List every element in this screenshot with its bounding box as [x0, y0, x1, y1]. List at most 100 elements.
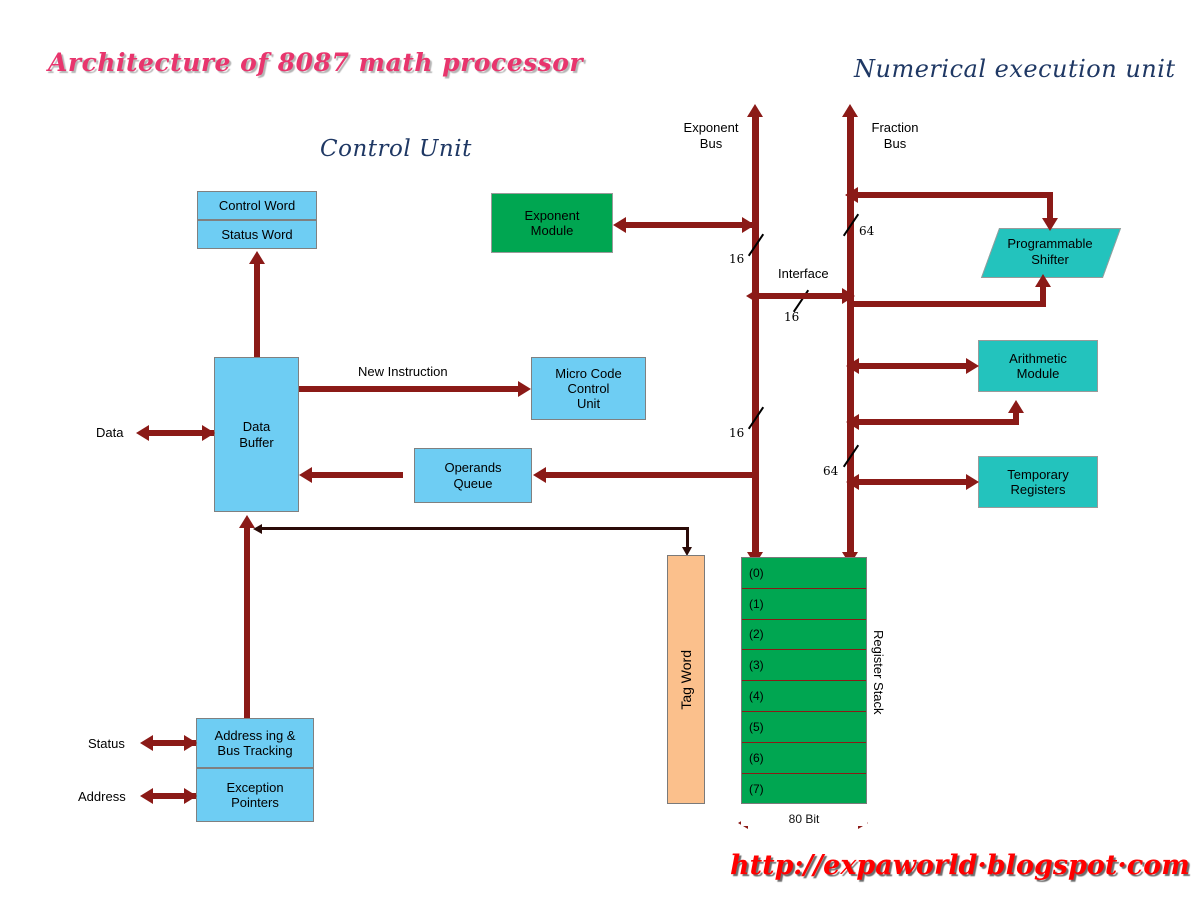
exponent-bus-label: Exponent Bus [683, 120, 739, 152]
register-row[interactable]: (3) [742, 650, 866, 682]
operands-queue-label-2: Queue [453, 475, 493, 491]
programmable-shifter-label-2: Shifter [1031, 252, 1069, 267]
micro-code-label-3: Unit [576, 396, 601, 412]
status-word-block[interactable]: Status Word [197, 220, 317, 249]
addressing-label-2: Bus Tracking [217, 743, 293, 758]
arithmetic-bus-left-arrow [846, 358, 859, 374]
tagword-feedback-left-arrow [253, 524, 262, 534]
status-port-line [152, 740, 196, 746]
bus-width-interface: 16 [784, 310, 800, 324]
temporary-registers-label-2: Registers [1010, 482, 1066, 497]
exception-label-1: Exception [226, 779, 284, 795]
register-row[interactable]: (6) [742, 743, 866, 774]
bus-width-fraction-top: 64 [859, 224, 875, 238]
status-word-feed-line [254, 262, 260, 362]
arithmetic-bus-line [858, 363, 968, 369]
exception-pointers-block[interactable]: Exception Pointers [196, 768, 314, 822]
control-word-block[interactable]: Control Word [197, 191, 317, 220]
shifter-out-arrow [1035, 274, 1051, 287]
arithmetic-module-label-2: Module [1016, 366, 1060, 381]
register-width-label: 80 Bit [741, 812, 867, 826]
operands-queue-label-1: Operands [444, 460, 502, 476]
status-port-right-arrow [184, 735, 197, 751]
bus-width-exponent-top: 16 [729, 252, 745, 266]
arithmetic-bus-right-arrow [966, 358, 979, 374]
exception-label-2: Pointers [231, 795, 279, 810]
interface-link-left-arrow [746, 288, 759, 304]
data-buffer-label-2: Buffer [239, 434, 274, 450]
register-row[interactable]: (4) [742, 681, 866, 712]
arithmetic-feed-arrow [1008, 400, 1024, 413]
arithmetic-feed-bus-arrow [846, 414, 859, 430]
register-row[interactable]: (5) [742, 712, 866, 743]
operands-queue-block[interactable]: Operands Queue [414, 448, 532, 503]
arithmetic-feed-vertical [1013, 411, 1019, 425]
micro-code-control-unit-block[interactable]: Micro Code Control Unit [531, 357, 646, 420]
shifter-in-bus-arrow [845, 187, 858, 203]
operands-to-buffer-arrow [299, 467, 312, 483]
data-port-left-arrow [136, 425, 149, 441]
tag-word-block[interactable]: Tag Word [667, 555, 705, 804]
data-port-line [148, 430, 214, 436]
programmable-shifter-label-1: Programmable [1007, 236, 1093, 252]
temporary-registers-label-1: Temporary [1007, 466, 1069, 482]
temp-registers-bus-left-arrow [846, 474, 859, 490]
register-row[interactable]: (7) [749, 781, 764, 796]
temp-registers-bus-right-arrow [966, 474, 979, 490]
exponent-bus-line [752, 115, 759, 570]
section-title-numerical-execution-unit: Numerical execution unit [854, 55, 1176, 83]
addressing-to-buffer-arrow [239, 515, 255, 528]
tag-word-label: Tag Word [677, 649, 694, 710]
data-buffer-label-1: Data [242, 419, 271, 435]
interface-label: Interface [778, 266, 829, 281]
exponent-module-label-1: Exponent [524, 207, 580, 223]
shifter-in-horizontal [853, 192, 1053, 198]
address-port-line [152, 793, 196, 799]
exponent-module-block[interactable]: Exponent Module [491, 193, 613, 253]
new-instruction-label: New Instruction [358, 364, 448, 379]
page-title: Architecture of 8087 math processor [48, 48, 584, 77]
status-word-feed-arrow [249, 251, 265, 264]
shifter-out-vertical [1040, 285, 1046, 307]
data-buffer-block[interactable]: Data Buffer [214, 357, 299, 512]
port-label-address: Address [78, 789, 126, 804]
shifter-in-arrow [1042, 218, 1058, 231]
interface-link-line [758, 293, 853, 299]
register-stack-block[interactable]: (0) (1) (2) (3) (4) (5) (6) (7) [741, 557, 867, 804]
register-row[interactable]: (1) [742, 589, 866, 620]
bus-width-fraction-lower: 64 [823, 464, 839, 478]
port-label-status: Status [88, 736, 125, 751]
exponent-module-bus-right-arrow [742, 217, 755, 233]
micro-code-label-1: Micro Code [555, 365, 622, 381]
watermark: http://expaworld·blogspot·com [730, 850, 1190, 881]
tagword-feedback-down-arrow [682, 547, 692, 556]
tagword-feedback-horizontal [262, 527, 689, 530]
exponent-module-label-2: Module [530, 223, 574, 238]
data-port-right-arrow [202, 425, 215, 441]
shifter-out-horizontal [853, 301, 1046, 307]
port-label-data: Data [96, 425, 124, 440]
operands-to-buffer-line [311, 472, 403, 478]
arithmetic-module-block[interactable]: Arithmetic Module [978, 340, 1098, 392]
temp-registers-bus-line [858, 479, 968, 485]
exponent-module-bus-line [625, 222, 753, 228]
register-stack-label: Register Stack [871, 630, 886, 715]
interface-link-right-arrow [842, 288, 855, 304]
programmable-shifter-label: Programmable Shifter [985, 228, 1115, 276]
fraction-bus-line [847, 115, 854, 570]
section-title-control-unit: Control Unit [320, 136, 472, 162]
shifter-in-vertical [1047, 192, 1053, 220]
addressing-bus-tracking-block[interactable]: Address ing & Bus Tracking [196, 718, 314, 768]
bus-width-exponent-lower: 16 [729, 426, 745, 440]
arithmetic-module-label-1: Arithmetic [1009, 350, 1067, 366]
addressing-to-buffer-line [244, 526, 250, 726]
status-port-left-arrow [140, 735, 153, 751]
register-row[interactable]: (0) [742, 558, 866, 589]
bus-to-operands-line [545, 472, 753, 478]
register-row[interactable]: (2) [742, 620, 866, 651]
exponent-module-bus-left-arrow [613, 217, 626, 233]
new-instruction-line [299, 386, 521, 392]
temporary-registers-block[interactable]: Temporary Registers [978, 456, 1098, 508]
exponent-bus-top-arrow [747, 104, 763, 117]
